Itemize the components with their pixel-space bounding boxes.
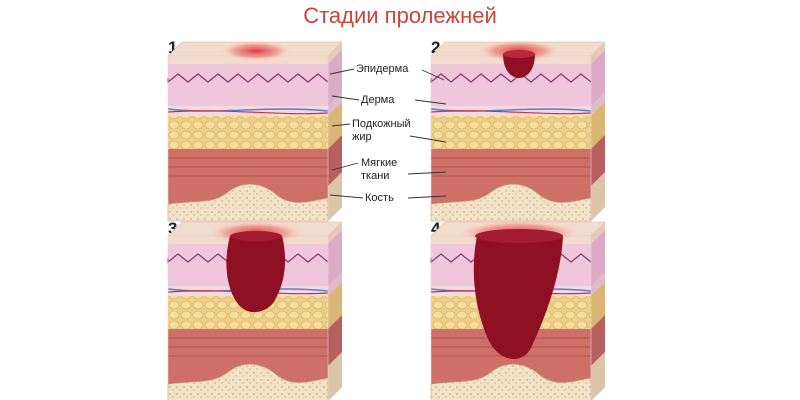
fat-side xyxy=(591,282,605,329)
label-bone: Кость xyxy=(365,192,394,204)
blood-vessel xyxy=(430,108,592,112)
blister-rim xyxy=(503,50,535,58)
ulcer-rim xyxy=(230,231,282,241)
dermis-side xyxy=(591,50,605,106)
leader-line xyxy=(329,68,355,75)
fat-side xyxy=(328,282,342,329)
blood-vessel xyxy=(167,108,329,112)
bone xyxy=(167,363,329,400)
fat-side xyxy=(591,102,605,149)
muscle-side xyxy=(328,135,342,186)
bone xyxy=(430,363,592,400)
bone xyxy=(430,183,592,222)
label-fat-line1: Подкожный xyxy=(352,118,411,130)
fat-layer xyxy=(168,116,328,149)
hypodermis-line-side xyxy=(328,272,342,296)
leader-line xyxy=(407,171,447,175)
label-fat-line2: жир xyxy=(352,131,372,143)
leader-line xyxy=(331,162,359,171)
stage-2-number: 2 xyxy=(431,38,441,57)
stage-2-block xyxy=(430,40,606,222)
deep-ulcer-rim xyxy=(475,229,563,243)
dermis-side xyxy=(328,230,342,286)
hypodermis-line-layer xyxy=(168,106,328,116)
hypodermis-line-side xyxy=(591,272,605,296)
stage-1-number: 1 xyxy=(168,38,178,57)
dermis-wave xyxy=(430,73,592,84)
blister-wound xyxy=(503,54,535,78)
artery xyxy=(167,110,329,115)
deep-ulcer-wound xyxy=(473,236,563,360)
bone-area-side xyxy=(591,352,605,400)
hypodermis-line-side xyxy=(591,92,605,116)
dermis-wave xyxy=(167,73,329,84)
leader-line xyxy=(407,195,447,199)
diagram-title: Стадии пролежней xyxy=(303,3,497,28)
bone-area-side xyxy=(328,172,342,221)
hypodermis-line-layer xyxy=(431,106,591,116)
stage-3-block xyxy=(167,221,343,400)
redness-spot xyxy=(220,41,292,61)
stage-1-block xyxy=(167,41,343,222)
bone xyxy=(167,183,329,222)
muscle-side xyxy=(591,315,605,366)
label-muscle-line2: ткани xyxy=(361,170,390,182)
label-epidermis: Эпидерма xyxy=(356,63,409,75)
epidermis-side xyxy=(591,42,605,64)
label-dermis: Дерма xyxy=(361,94,395,106)
leader-line xyxy=(331,95,360,101)
dermis-layer xyxy=(168,64,328,106)
bone-area-side xyxy=(328,352,342,400)
epidermis-side xyxy=(328,42,342,64)
stage-3-number: 3 xyxy=(168,219,178,238)
leader-line xyxy=(331,123,351,127)
muscle-side xyxy=(591,135,605,186)
dermis-side xyxy=(591,230,605,286)
bone-area-side xyxy=(591,172,605,221)
fat-layer xyxy=(431,116,591,149)
stage-4-block xyxy=(430,220,606,400)
epidermis-side xyxy=(591,222,605,244)
stage-4-number: 4 xyxy=(431,219,441,238)
leader-line xyxy=(409,135,447,143)
leader-line xyxy=(329,194,364,199)
muscle-side xyxy=(328,315,342,366)
epidermis-side xyxy=(328,222,342,244)
leader-line xyxy=(414,99,447,105)
hypodermis-line-side xyxy=(328,92,342,116)
label-muscle-line1: Мягкие xyxy=(361,157,398,169)
leader-line xyxy=(421,69,445,81)
artery xyxy=(430,110,592,115)
ulcer-wound xyxy=(226,236,286,313)
dermis-side xyxy=(328,50,342,106)
